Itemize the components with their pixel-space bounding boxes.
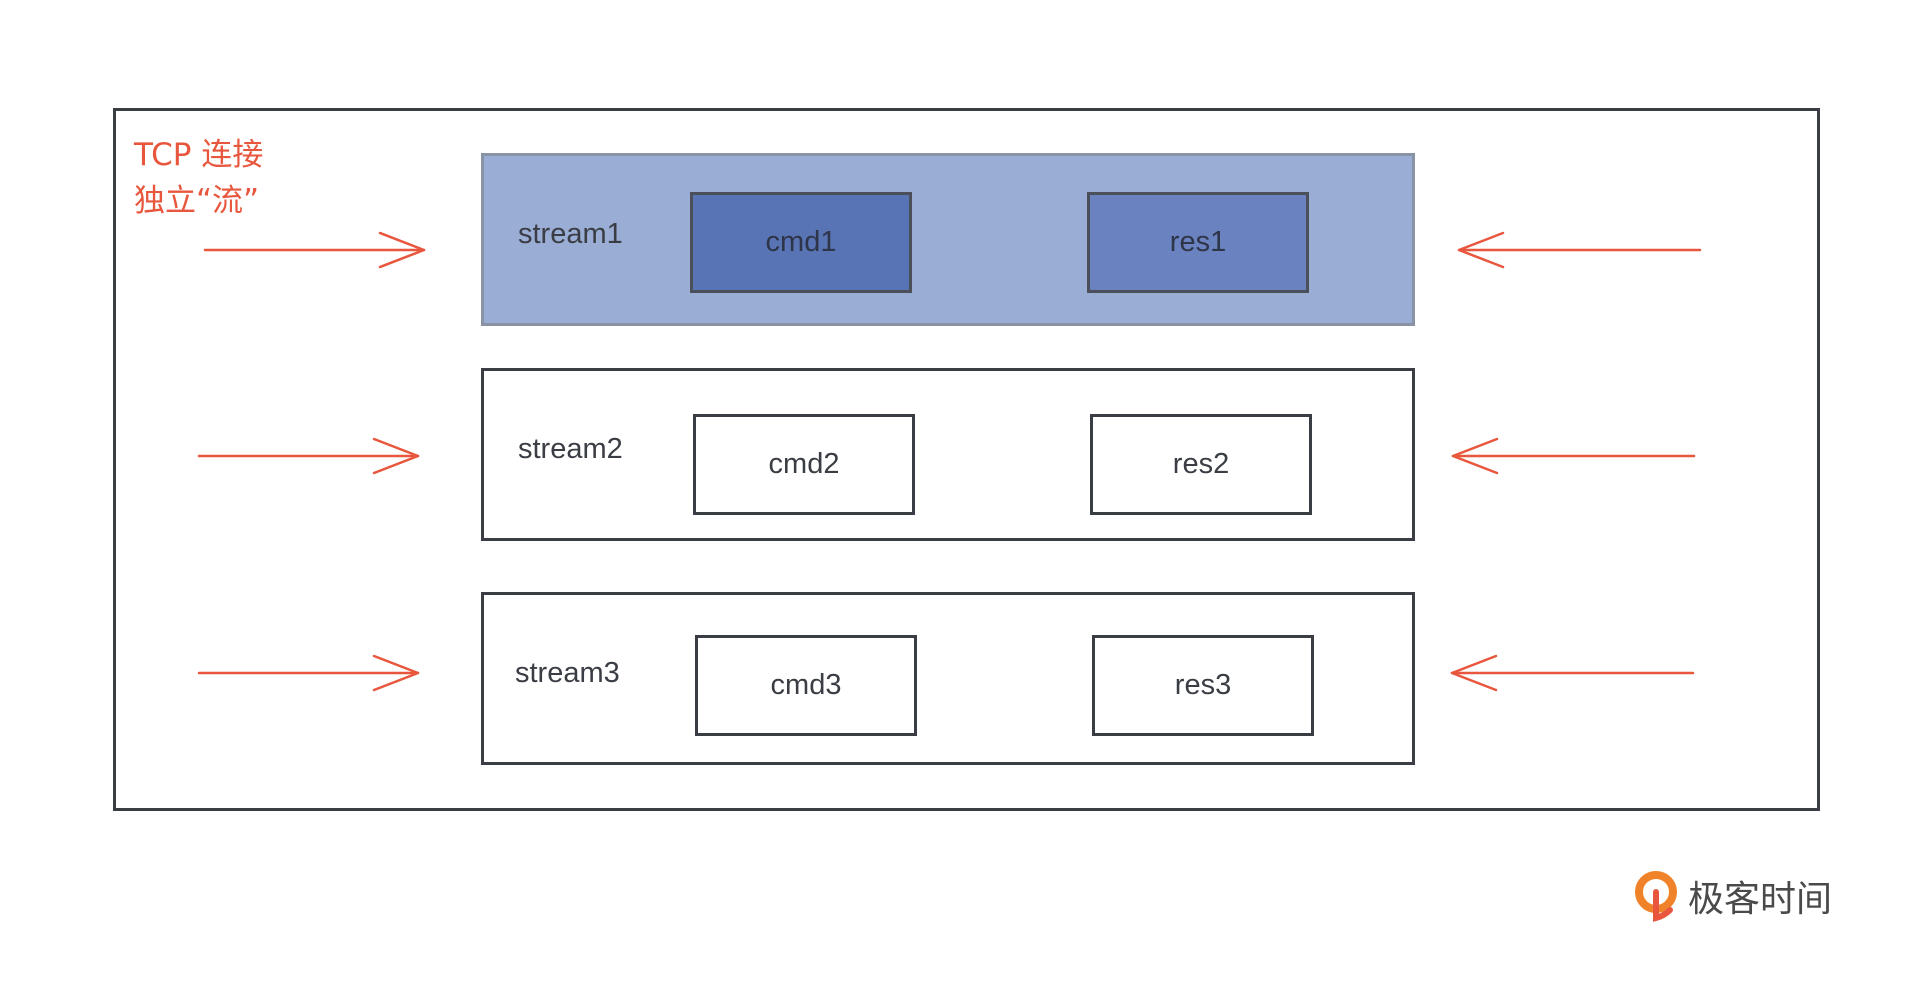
tcp-connection-label: TCP 连接 独立“流” (134, 132, 263, 224)
stream-3-label: stream3 (515, 657, 620, 689)
stream-2-res-box: res2 (1090, 414, 1312, 515)
tcp-label-line2: 独立“流” (134, 183, 260, 219)
stream-1-label: stream1 (518, 218, 623, 250)
stream-2-box: stream2 cmd2 res2 (481, 368, 1415, 541)
stream-2-label: stream2 (518, 433, 623, 465)
stream-1-box: stream1 cmd1 res1 (481, 153, 1415, 326)
stream-2-cmd-box: cmd2 (693, 414, 915, 515)
stream-1-cmd-box: cmd1 (690, 192, 912, 293)
geektime-logo-text: 极客时间 (1688, 879, 1833, 920)
geektime-logo-icon (1635, 871, 1677, 922)
geektime-logo: 极客时间 (1634, 870, 1832, 922)
stream-3-res-box: res3 (1092, 635, 1314, 736)
tcp-label-line1: TCP 连接 (134, 137, 264, 173)
stream-3-box: stream3 cmd3 res3 (481, 592, 1415, 765)
stream-3-cmd-box: cmd3 (695, 635, 917, 736)
tcp-connection-frame (113, 108, 1820, 811)
stream-1-res-box: res1 (1087, 192, 1309, 293)
